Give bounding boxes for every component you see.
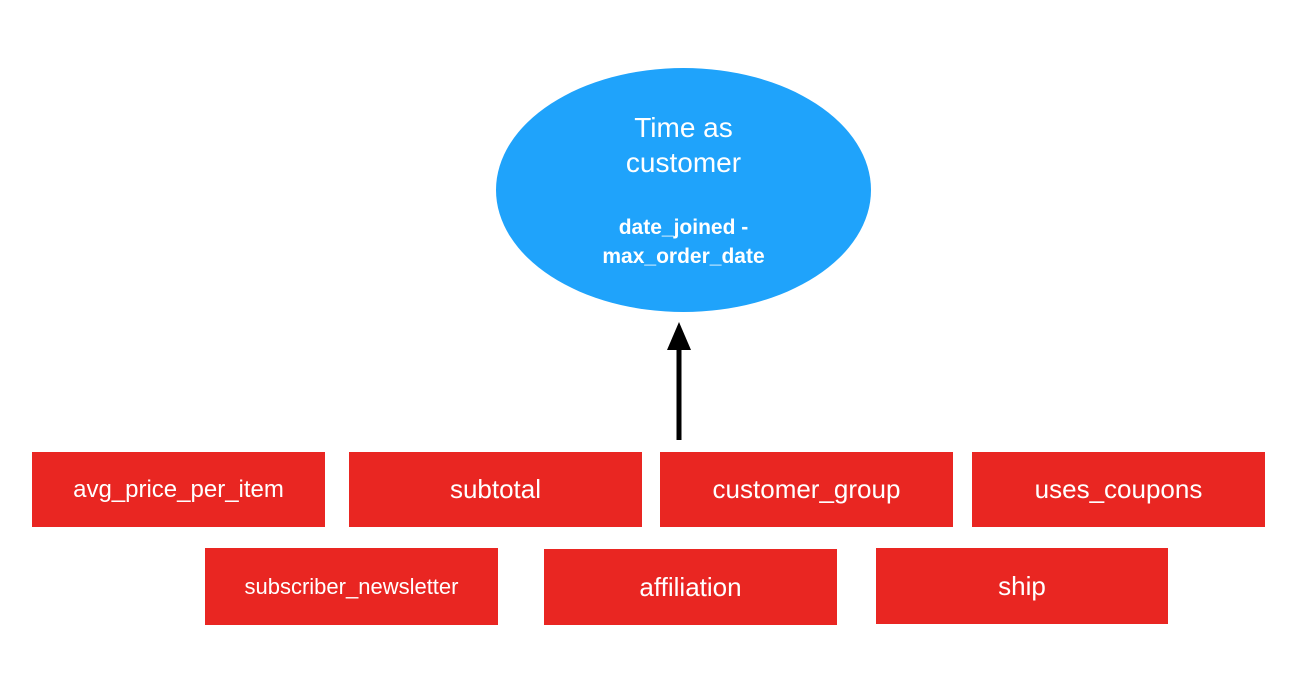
feature-box: ship: [876, 548, 1168, 624]
target-node: Time as customer date_joined - max_order…: [496, 68, 871, 312]
target-title: Time as customer: [625, 112, 742, 178]
feature-box: avg_price_per_item: [32, 452, 325, 527]
arrow-icon: [667, 322, 691, 440]
feature-box: subscriber_newsletter: [205, 548, 498, 625]
feature-box: subtotal: [349, 452, 642, 527]
feature-box: affiliation: [544, 549, 837, 625]
feature-box: customer_group: [660, 452, 953, 527]
feature-box: uses_coupons: [972, 452, 1265, 527]
target-formula: date_joined - max_order_date: [602, 216, 765, 268]
